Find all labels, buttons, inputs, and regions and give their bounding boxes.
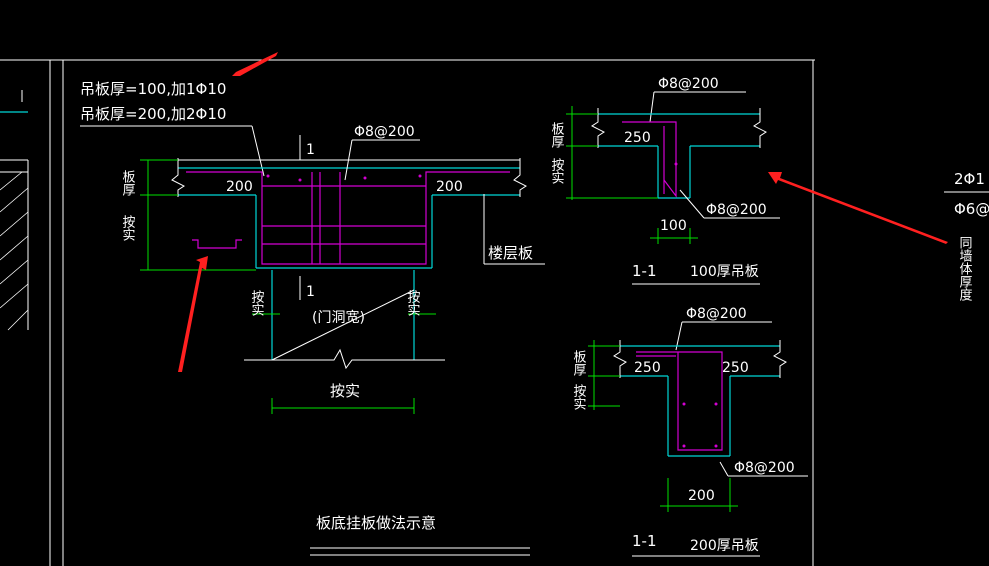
s200-dim-width: 200 [688, 488, 715, 504]
s200-dim-right: 250 [722, 360, 749, 376]
right-text-vertical: 同墙体厚度 [957, 236, 973, 301]
drawing-frame [0, 59, 815, 566]
main-door-width: (门洞宽) [312, 309, 365, 326]
s100-caption: 100厚吊板 [690, 264, 759, 280]
main-left-dim: 200 [226, 179, 253, 195]
main-floor-slab-label: 楼层板 [488, 244, 533, 262]
main-detail: 200 200 1 1 Φ8@200 楼层板 板厚 按实 按实 按实 (门洞宽) [120, 124, 545, 414]
s100-rebar-top: Φ8@200 [658, 76, 719, 92]
red-arrow-left [178, 256, 208, 372]
s100-dim-250: 250 [624, 130, 651, 146]
s100-dim-width: 100 [660, 218, 687, 234]
main-section-mark-top: 1 [306, 142, 315, 158]
s200-caption: 200厚吊板 [690, 538, 759, 554]
main-right-dim: 200 [436, 179, 463, 195]
right-text-top: 2Φ1 [954, 170, 985, 188]
right-text-mid: Φ6@ [954, 200, 989, 218]
s100-section-label: 1-1 [632, 262, 657, 280]
s100-slab-thickness: 板厚 [549, 122, 565, 148]
s200-as-actual: 按实 [571, 384, 587, 410]
note-line-2: 吊板厚=200,加2Φ10 [80, 105, 226, 123]
section-100-detail: Φ8@200 250 板厚 按实 Φ8@200 100 1-1 100厚吊 [549, 76, 780, 285]
section-200-detail: Φ8@200 250 250 板厚 按实 Φ8@200 [571, 306, 808, 557]
s100-as-actual: 按实 [549, 158, 565, 184]
main-as-actual-left: 按实 [249, 290, 265, 316]
s200-dim-left: 250 [634, 360, 661, 376]
main-as-actual-bottom: 按实 [330, 382, 360, 400]
red-arrows [178, 52, 948, 372]
main-slab-thickness: 板厚 [120, 170, 136, 196]
main-as-actual: 按实 [120, 215, 136, 241]
s100-rebar-bottom: Φ8@200 [706, 202, 767, 218]
note-line-1: 吊板厚=100,加1Φ10 [80, 80, 226, 98]
main-rebar-top: Φ8@200 [354, 124, 415, 140]
s200-section-label: 1-1 [632, 532, 657, 550]
right-edge-fragment: 2Φ1 Φ6@ 同墙体厚度 [944, 170, 989, 301]
red-arrow-top [232, 52, 278, 76]
s200-slab-thickness: 板厚 [571, 350, 587, 376]
left-wall-fragment [0, 90, 29, 331]
main-as-actual-right: 按实 [405, 290, 421, 316]
drawing-title: 板底挂板做法示意 [316, 514, 436, 532]
s200-rebar-bottom: Φ8@200 [734, 460, 795, 476]
s200-rebar-top: Φ8@200 [686, 306, 747, 322]
main-section-mark-bottom: 1 [306, 284, 315, 300]
red-arrow-right [768, 172, 948, 244]
